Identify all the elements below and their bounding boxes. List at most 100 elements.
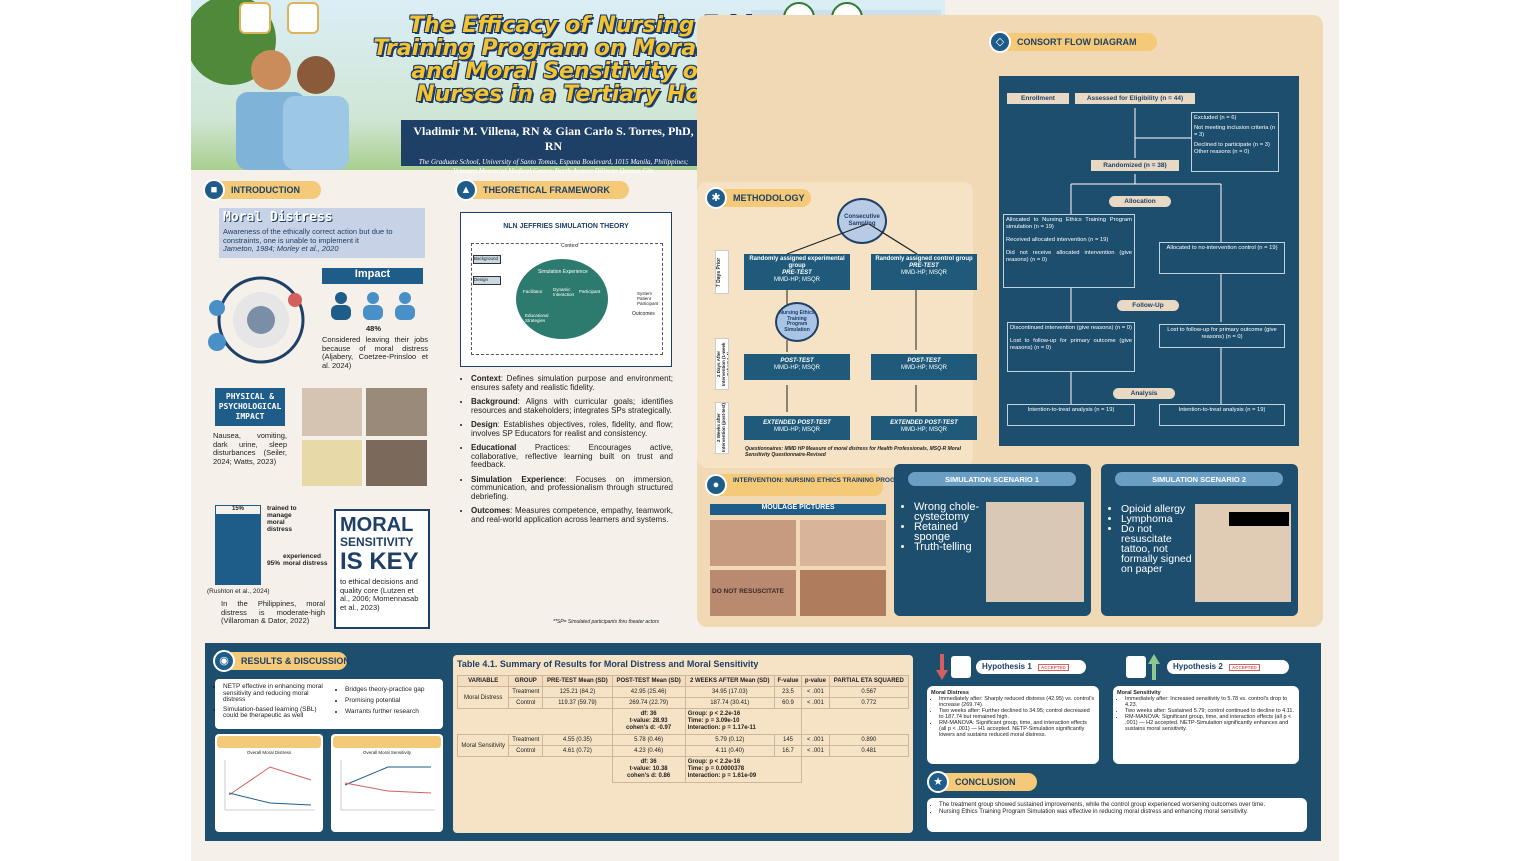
- stat-bar-top-label: trained to manage moral distress: [267, 505, 297, 533]
- framework-header: THEORETICAL FRAMEWORK ▲: [455, 179, 629, 201]
- conclusion-header: CONCLUSION ★: [927, 771, 1037, 793]
- book-icon: ■: [203, 179, 225, 201]
- table-title: Table 4.1. Summary of Results for Moral …: [457, 659, 759, 669]
- scenario-2-photo: [1195, 504, 1291, 602]
- intro-header: INTRODUCTION ■: [203, 179, 321, 201]
- user-icon-2: [1126, 656, 1146, 678]
- arrow-up-icon: [1148, 654, 1160, 680]
- logo-left-1: [239, 2, 271, 34]
- hypothesis-2-card: Moral Sensitivity Immediately after: Inc…: [1113, 686, 1299, 764]
- consort-diagram: Enrollment Assessed for Eligibility (n =…: [999, 76, 1299, 446]
- framework-list: Context: Defines simulation purpose and …: [461, 374, 673, 524]
- hypothesis-1-card: Moral Distress Immediately after: Sharpl…: [927, 686, 1099, 764]
- moulage-photos: DO NOT RESUSCITATE: [710, 520, 886, 618]
- sensitivity-chart-lines: [340, 760, 435, 811]
- consort-excluded: Excluded (n = 6) Not meeting inclusion c…: [1191, 112, 1279, 172]
- poster: + The Efficacy of Nursing Ethics Trainin…: [191, 0, 1339, 861]
- consort-an-right: Intention-to-treat analysis (n = 19): [1159, 404, 1285, 426]
- accepted-stamp-2: ACCEPTED: [1229, 664, 1260, 671]
- nln-diagram: NLN JEFFRIES SIMULATION THEORY Context B…: [460, 212, 672, 367]
- sensitivity-chart: Overall Moral Sensitivity: [331, 734, 443, 832]
- arrow-down-icon: [936, 654, 948, 680]
- consort-followup: Follow-Up: [1117, 300, 1179, 311]
- results-table-card: Table 4.1. Summary of Results for Moral …: [453, 655, 913, 833]
- authors-bar: Vladimir M. Villena, RN & Gian Carlo S. …: [401, 120, 706, 175]
- ctrl-posttest-box: POST-TEST MMD-HP; MSQR: [871, 354, 977, 380]
- nurse-icon: ●: [705, 474, 727, 496]
- authors: Vladimir M. Villena, RN & Gian Carlo S. …: [413, 124, 694, 153]
- moulage-title: MOULAGE PICTURES: [710, 504, 886, 515]
- results-bullets: NETP effective in enhancing moral sensit…: [215, 679, 443, 729]
- scenario-2-card: SIMULATION SCENARIO 2 Opioid allergy Lym…: [1101, 464, 1298, 616]
- conclusion-card: The treatment group showed sustained imp…: [927, 798, 1307, 832]
- distress-chart: Overall Moral Distress: [215, 734, 323, 832]
- affiliation: The Graduate School, University of Santo…: [418, 158, 689, 175]
- user-icon: [951, 656, 971, 678]
- philippines-note: In the Philippines, moral distress is mo…: [221, 599, 325, 625]
- people-icon: [331, 292, 415, 320]
- ctrl-group-box: Randomly assigned control group PRE-TEST…: [871, 254, 977, 290]
- gear-icon: ✱: [705, 187, 727, 209]
- impact-text: Considered leaving their jobs because of…: [322, 335, 428, 370]
- consort-alloc-left: Allocated to Nursing Ethics Training Pro…: [1003, 214, 1135, 288]
- lightbulb-icon: ★: [927, 771, 949, 793]
- side-label-1: 7 Days Prior: [715, 250, 729, 294]
- impact-percent: 48%: [366, 324, 382, 333]
- side-label-2: 2 Days After Intervention (1-week Cohort…: [715, 338, 729, 390]
- physical-impact-text: Nausea, vomiting, dark urine, sleep dist…: [213, 431, 287, 466]
- logo-left-2: [287, 2, 319, 34]
- consort-assessed: Assessed for Eligibility (n = 44): [1075, 93, 1195, 104]
- moral-distress-card: Moral Distress Awareness of the ethicall…: [219, 208, 425, 258]
- consort-an-left: Intention-to-treat analysis (n = 19): [1007, 404, 1135, 426]
- stat-citation: (Rushton et al., 2024): [207, 588, 270, 595]
- consort-fu-right: Lost to follow-up for primary outcome (g…: [1159, 324, 1285, 348]
- stat-bar-bottom-label: experienced moral distress: [283, 553, 328, 567]
- moral-sensitivity-key-card: MORAL SENSITIVITY IS KEY to ethical deci…: [334, 509, 430, 629]
- consort-lines: [1070, 108, 1222, 404]
- physical-impact-title: PHYSICAL & PSYCHOLOGICAL IMPACT: [215, 388, 285, 426]
- exp-posttest-box: POST-TEST MMD-HP; MSQR: [744, 354, 850, 380]
- results-header: RESULTS & DISCUSSION ◉: [213, 650, 350, 672]
- consort-fu-left: Discontinued intervention (give reasons)…: [1007, 322, 1135, 372]
- stat-bar-top-pct: 15%: [215, 505, 261, 515]
- stat-bar-bottom-pct: 95%: [267, 560, 281, 567]
- ctrl-extended-box: EXTENDED POST-TEST MMD-HP; MSQR: [871, 416, 977, 440]
- framework-footnote: **SP= Simulated participants thru theate…: [553, 619, 660, 625]
- distress-chart-lines: [224, 760, 315, 811]
- network-icon: ◇: [989, 31, 1011, 53]
- moral-distress-citation: Jameton, 1984; Morley et al., 2020: [223, 244, 339, 253]
- exp-group-box: Randomly assigned experimental group PRE…: [744, 254, 850, 290]
- methodology-lines: [786, 223, 918, 412]
- moral-distress-title: Moral Distress: [223, 210, 333, 225]
- building-icon: ▲: [455, 179, 477, 201]
- methodology-header: METHODOLOGY ✱: [705, 187, 811, 209]
- chart-icon: ◉: [213, 650, 235, 672]
- questionnaires-note: Questionnaires: MMD HP Measure of moral …: [745, 446, 961, 458]
- side-label-3: 2 Weeks after Intervention (post-test): [715, 402, 729, 454]
- hypothesis-1-label: Hypothesis 1 ACCEPTED: [976, 660, 1086, 674]
- head-compass-icon: [208, 276, 305, 364]
- consort-enrollment: Enrollment: [1007, 93, 1069, 104]
- scenario-1-card: SIMULATION SCENARIO 1 Wrong chole-cystec…: [894, 464, 1091, 616]
- scenario-1-photo: [986, 502, 1084, 602]
- consort-allocation: Allocation: [1109, 196, 1171, 207]
- stat-bar-chart: 15%: [215, 505, 261, 585]
- impact-title: Impact: [322, 268, 423, 284]
- accepted-stamp-1: ACCEPTED: [1038, 664, 1069, 671]
- training-node: Nursing Ethics Training Program Simulati…: [775, 302, 819, 342]
- hypothesis-2-label: Hypothesis 2 ACCEPTED: [1167, 660, 1289, 674]
- symptom-photos: [302, 388, 427, 488]
- sampling-node: Consecutive Sampling: [837, 198, 887, 244]
- consort-header: CONSORT FLOW DIAGRAM ◇: [989, 31, 1157, 53]
- consort-analysis: Analysis: [1113, 388, 1175, 399]
- consort-randomized: Randomized (n = 38): [1091, 160, 1179, 171]
- moulage-tattoo: DO NOT RESUSCITATE: [710, 570, 796, 616]
- exp-extended-box: EXTENDED POST-TEST MMD-HP; MSQR: [744, 416, 850, 440]
